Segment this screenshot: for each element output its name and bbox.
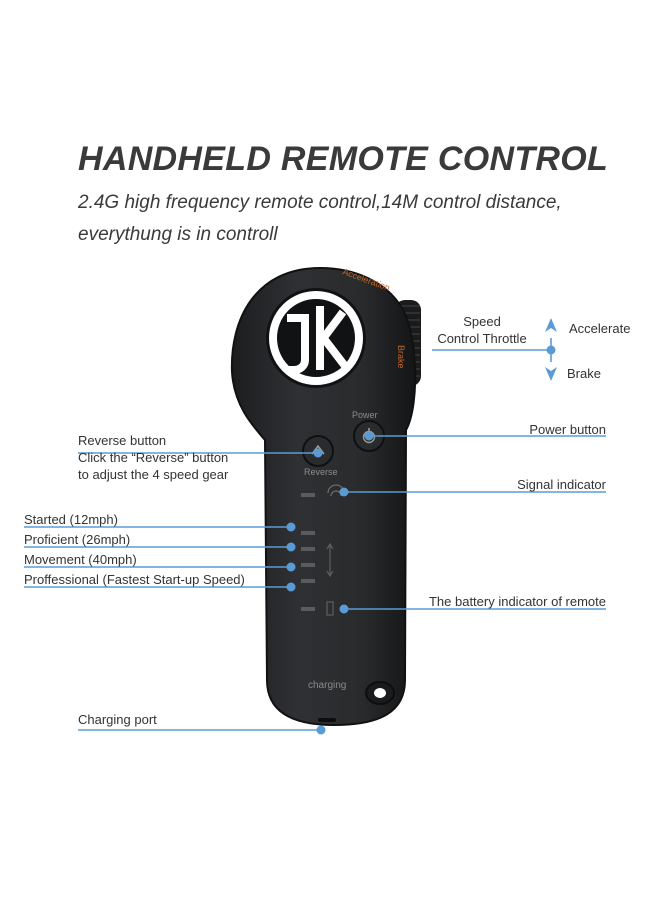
power-button-label: Power button — [529, 422, 606, 437]
charging-port[interactable] — [318, 718, 336, 722]
proffessional-label: Proffessional (Fastest Start-up Speed) — [24, 572, 245, 587]
movement-label: Movement (40mph) — [24, 552, 137, 567]
speed-leds — [301, 531, 334, 583]
speed-led-1 — [301, 531, 315, 535]
speed-throttle-label: Speed Control Throttle — [437, 314, 527, 346]
battery-led — [301, 601, 334, 616]
reverse-button-label: Reverse button Click the “Reverse” butto… — [78, 433, 229, 482]
remote-body — [230, 266, 417, 727]
power-label: Power — [352, 410, 378, 420]
proficient-label: Proficient (26mph) — [24, 532, 131, 547]
page-title: HANDHELD REMOTE CONTROL — [78, 140, 609, 178]
subtitle-line-1: 2.4G high frequency remote control,14M c… — [78, 192, 562, 213]
subtitle-line-2: everythung is in controll — [78, 224, 278, 245]
speed-led-4 — [301, 579, 315, 583]
brake-callout-label: Brake — [567, 366, 601, 381]
charging-port-label: Charging port — [78, 712, 157, 727]
signal-indicator-label: Signal indicator — [517, 477, 606, 492]
brake-label: Brake — [396, 345, 406, 369]
charging-label: charging — [308, 680, 346, 691]
speed-led-3 — [301, 563, 315, 567]
speed-led-2 — [301, 547, 315, 551]
brake-arrow-icon — [545, 367, 557, 381]
reverse-label: Reverse — [304, 467, 338, 477]
started-label: Started (12mph) — [24, 512, 118, 527]
accelerate-label: Accelerate — [569, 321, 631, 336]
battery-indicator-label: The battery indicator of remote — [428, 594, 606, 609]
brand-logo — [266, 288, 366, 388]
accelerate-arrow-icon — [545, 318, 557, 332]
page-subtitle: 2.4G high frequency remote control,14M c… — [78, 187, 638, 251]
